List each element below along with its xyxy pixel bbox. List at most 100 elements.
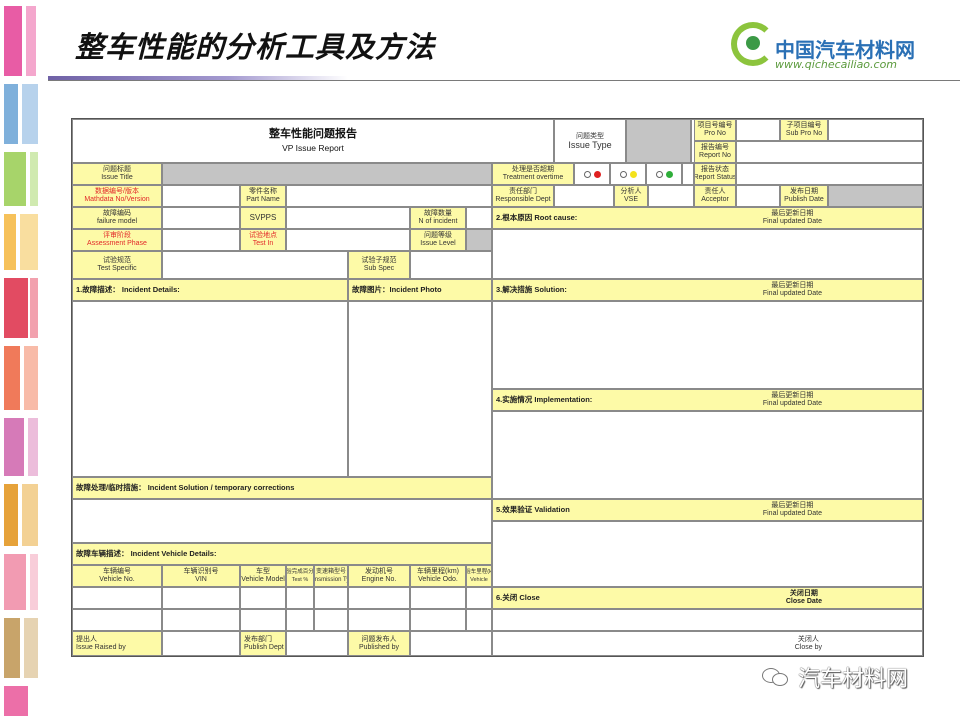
- published-by-field[interactable]: [410, 631, 492, 656]
- close-by-cell[interactable]: 关闭人 Close by: [492, 631, 923, 656]
- publish-dept-field[interactable]: [286, 631, 348, 656]
- status-yellow-option[interactable]: [610, 163, 646, 185]
- sub-spec-field[interactable]: [410, 251, 492, 279]
- vehicle-row-2-test[interactable]: [286, 609, 314, 631]
- incident-photo-label-cn: 故障图片：: [352, 285, 390, 294]
- vehicle-km-col: 试验车里程(km) Vehicle: [466, 565, 492, 587]
- site-logo: 中国汽车材料网 www.qichecailiao.com: [727, 14, 927, 72]
- vehicle-row-2-engine[interactable]: [348, 609, 410, 631]
- vse-label: 分析人 VSE: [614, 185, 648, 207]
- test-in-label: 试验地点 Test In: [240, 229, 286, 251]
- mathdata-label: 数据编号/版本 Mathdata No/Version: [72, 185, 162, 207]
- assessment-phase-field[interactable]: [162, 229, 240, 251]
- veh-model-label-en: Vehicle Model: [241, 576, 285, 583]
- part-name-label-cn: 零件名称: [249, 188, 277, 195]
- vehicle-details-header: 故障车辆描述： Incident Vehicle Details:: [72, 543, 492, 565]
- sub-spec-label-en: Sub Spec: [363, 265, 395, 272]
- test-in-field[interactable]: [286, 229, 410, 251]
- treatment-label-cn: 处理是否超期: [512, 166, 554, 173]
- failure-model-label: 故障编码 failure model: [72, 207, 162, 229]
- incident-details-header: 1.故障描述： Incident Details:: [72, 279, 348, 301]
- issue-level-label-en: Issue Level: [420, 240, 456, 247]
- logo-name: 中国汽车材料网: [775, 38, 915, 62]
- implementation-final-en: Final updated Date: [762, 400, 822, 407]
- report-no-field[interactable]: [736, 141, 923, 163]
- mathdata-field[interactable]: [162, 185, 240, 207]
- incident-details-label-cn: 1.故障描述：: [76, 285, 120, 294]
- mathdata-label-cn: 数据编号/版本: [95, 188, 139, 195]
- pro-no-label: 项目号编号 Pro No: [694, 119, 736, 141]
- solution-field[interactable]: [492, 301, 923, 389]
- close-label-en: Close: [519, 593, 540, 602]
- failure-label-en: failure model: [96, 218, 138, 225]
- vehicle-row-2-trans[interactable]: [314, 609, 348, 631]
- vehicle-row-1-test[interactable]: [286, 587, 314, 609]
- test-in-label-en: Test In: [252, 240, 274, 247]
- responsible-dept-field[interactable]: [554, 185, 614, 207]
- issue-type-field[interactable]: [626, 119, 691, 163]
- svpps-label-text: SVPPS: [249, 213, 277, 222]
- incident-photo-field[interactable]: [348, 301, 492, 477]
- failure-model-field[interactable]: [162, 207, 240, 229]
- svpps-field[interactable]: [286, 207, 410, 229]
- vehicle-row-2-model[interactable]: [240, 609, 286, 631]
- issue-title-field[interactable]: [162, 163, 492, 185]
- title-divider: [48, 80, 960, 81]
- implementation-field[interactable]: [492, 411, 923, 499]
- published-label-en: Published by: [358, 643, 400, 651]
- n-of-incident-label: 故障数量 N of incident: [410, 207, 466, 229]
- report-status-field[interactable]: [736, 163, 923, 185]
- acceptor-field[interactable]: [736, 185, 780, 207]
- incident-details-field[interactable]: [72, 301, 348, 477]
- issue-level-label-cn: 问题等级: [424, 232, 452, 239]
- vehicle-row-1-vin[interactable]: [162, 587, 240, 609]
- radio-icon: [583, 170, 591, 178]
- close-date-label-en: Close Date: [785, 598, 822, 605]
- odo-label-cn: 车辆里程(km): [417, 568, 459, 575]
- temporary-corrections-field[interactable]: [72, 499, 492, 543]
- close-field[interactable]: [492, 609, 923, 631]
- vehicle-row-2-odo[interactable]: [410, 609, 466, 631]
- sub-pro-no-field[interactable]: [828, 119, 923, 141]
- part-name-label-en: Part Name: [246, 196, 280, 203]
- test-percent-col: 试验完成百分比 Test %: [286, 565, 314, 587]
- implementation-label-en: Implementation:: [534, 395, 593, 404]
- test-specific-field[interactable]: [162, 251, 348, 279]
- vehicle-row-1-trans[interactable]: [314, 587, 348, 609]
- vehicle-row-1-model[interactable]: [240, 587, 286, 609]
- publish-date-field[interactable]: [828, 185, 923, 207]
- status-red-option[interactable]: [574, 163, 610, 185]
- vehicle-row-1-engine[interactable]: [348, 587, 410, 609]
- publish-date-label-cn: 发布日期: [790, 188, 818, 195]
- raised-label-cn: 提出人: [76, 635, 97, 643]
- pro-no-field[interactable]: [736, 119, 780, 141]
- validation-field[interactable]: [492, 521, 923, 587]
- issue-raised-by-field[interactable]: [162, 631, 240, 656]
- issue-report-form: 整车性能问题报告 VP Issue Report 问题类型 Issue Type…: [71, 118, 924, 657]
- issue-type-label-en: Issue Type: [568, 140, 612, 150]
- status-green-option[interactable]: [646, 163, 682, 185]
- n-of-incident-field[interactable]: [466, 207, 492, 229]
- form-title-cn: 整车性能问题报告: [269, 128, 357, 140]
- vehicle-row-1-odo[interactable]: [410, 587, 466, 609]
- wechat-icon: [760, 666, 790, 688]
- vehicle-details-label-cn: 故障车辆描述：: [76, 549, 129, 558]
- vehicle-row-1-km[interactable]: [466, 587, 492, 609]
- part-name-field[interactable]: [286, 185, 492, 207]
- veh-no-label-cn: 车辆编号: [103, 568, 131, 575]
- radio-icon: [619, 170, 627, 178]
- acceptor-label-en: Acceptor: [701, 196, 729, 203]
- test-spec-label-en: Test Specific: [97, 265, 137, 272]
- solution-final-cn: 最后更新日期: [771, 282, 814, 289]
- vehicle-row-2-vin[interactable]: [162, 609, 240, 631]
- vehicle-row-2-km[interactable]: [466, 609, 492, 631]
- veh-model-label-cn: 车型: [256, 568, 270, 575]
- transmission-col: 变速箱型号 Transmission Type: [314, 565, 348, 587]
- vehicle-row-1-no[interactable]: [72, 587, 162, 609]
- noi-label-en: N of incident: [418, 218, 458, 225]
- solution-final-en: Final updated Date: [762, 290, 822, 297]
- issue-level-field[interactable]: [466, 229, 492, 251]
- root-cause-field[interactable]: [492, 229, 923, 279]
- vse-field[interactable]: [648, 185, 694, 207]
- vehicle-row-2-no[interactable]: [72, 609, 162, 631]
